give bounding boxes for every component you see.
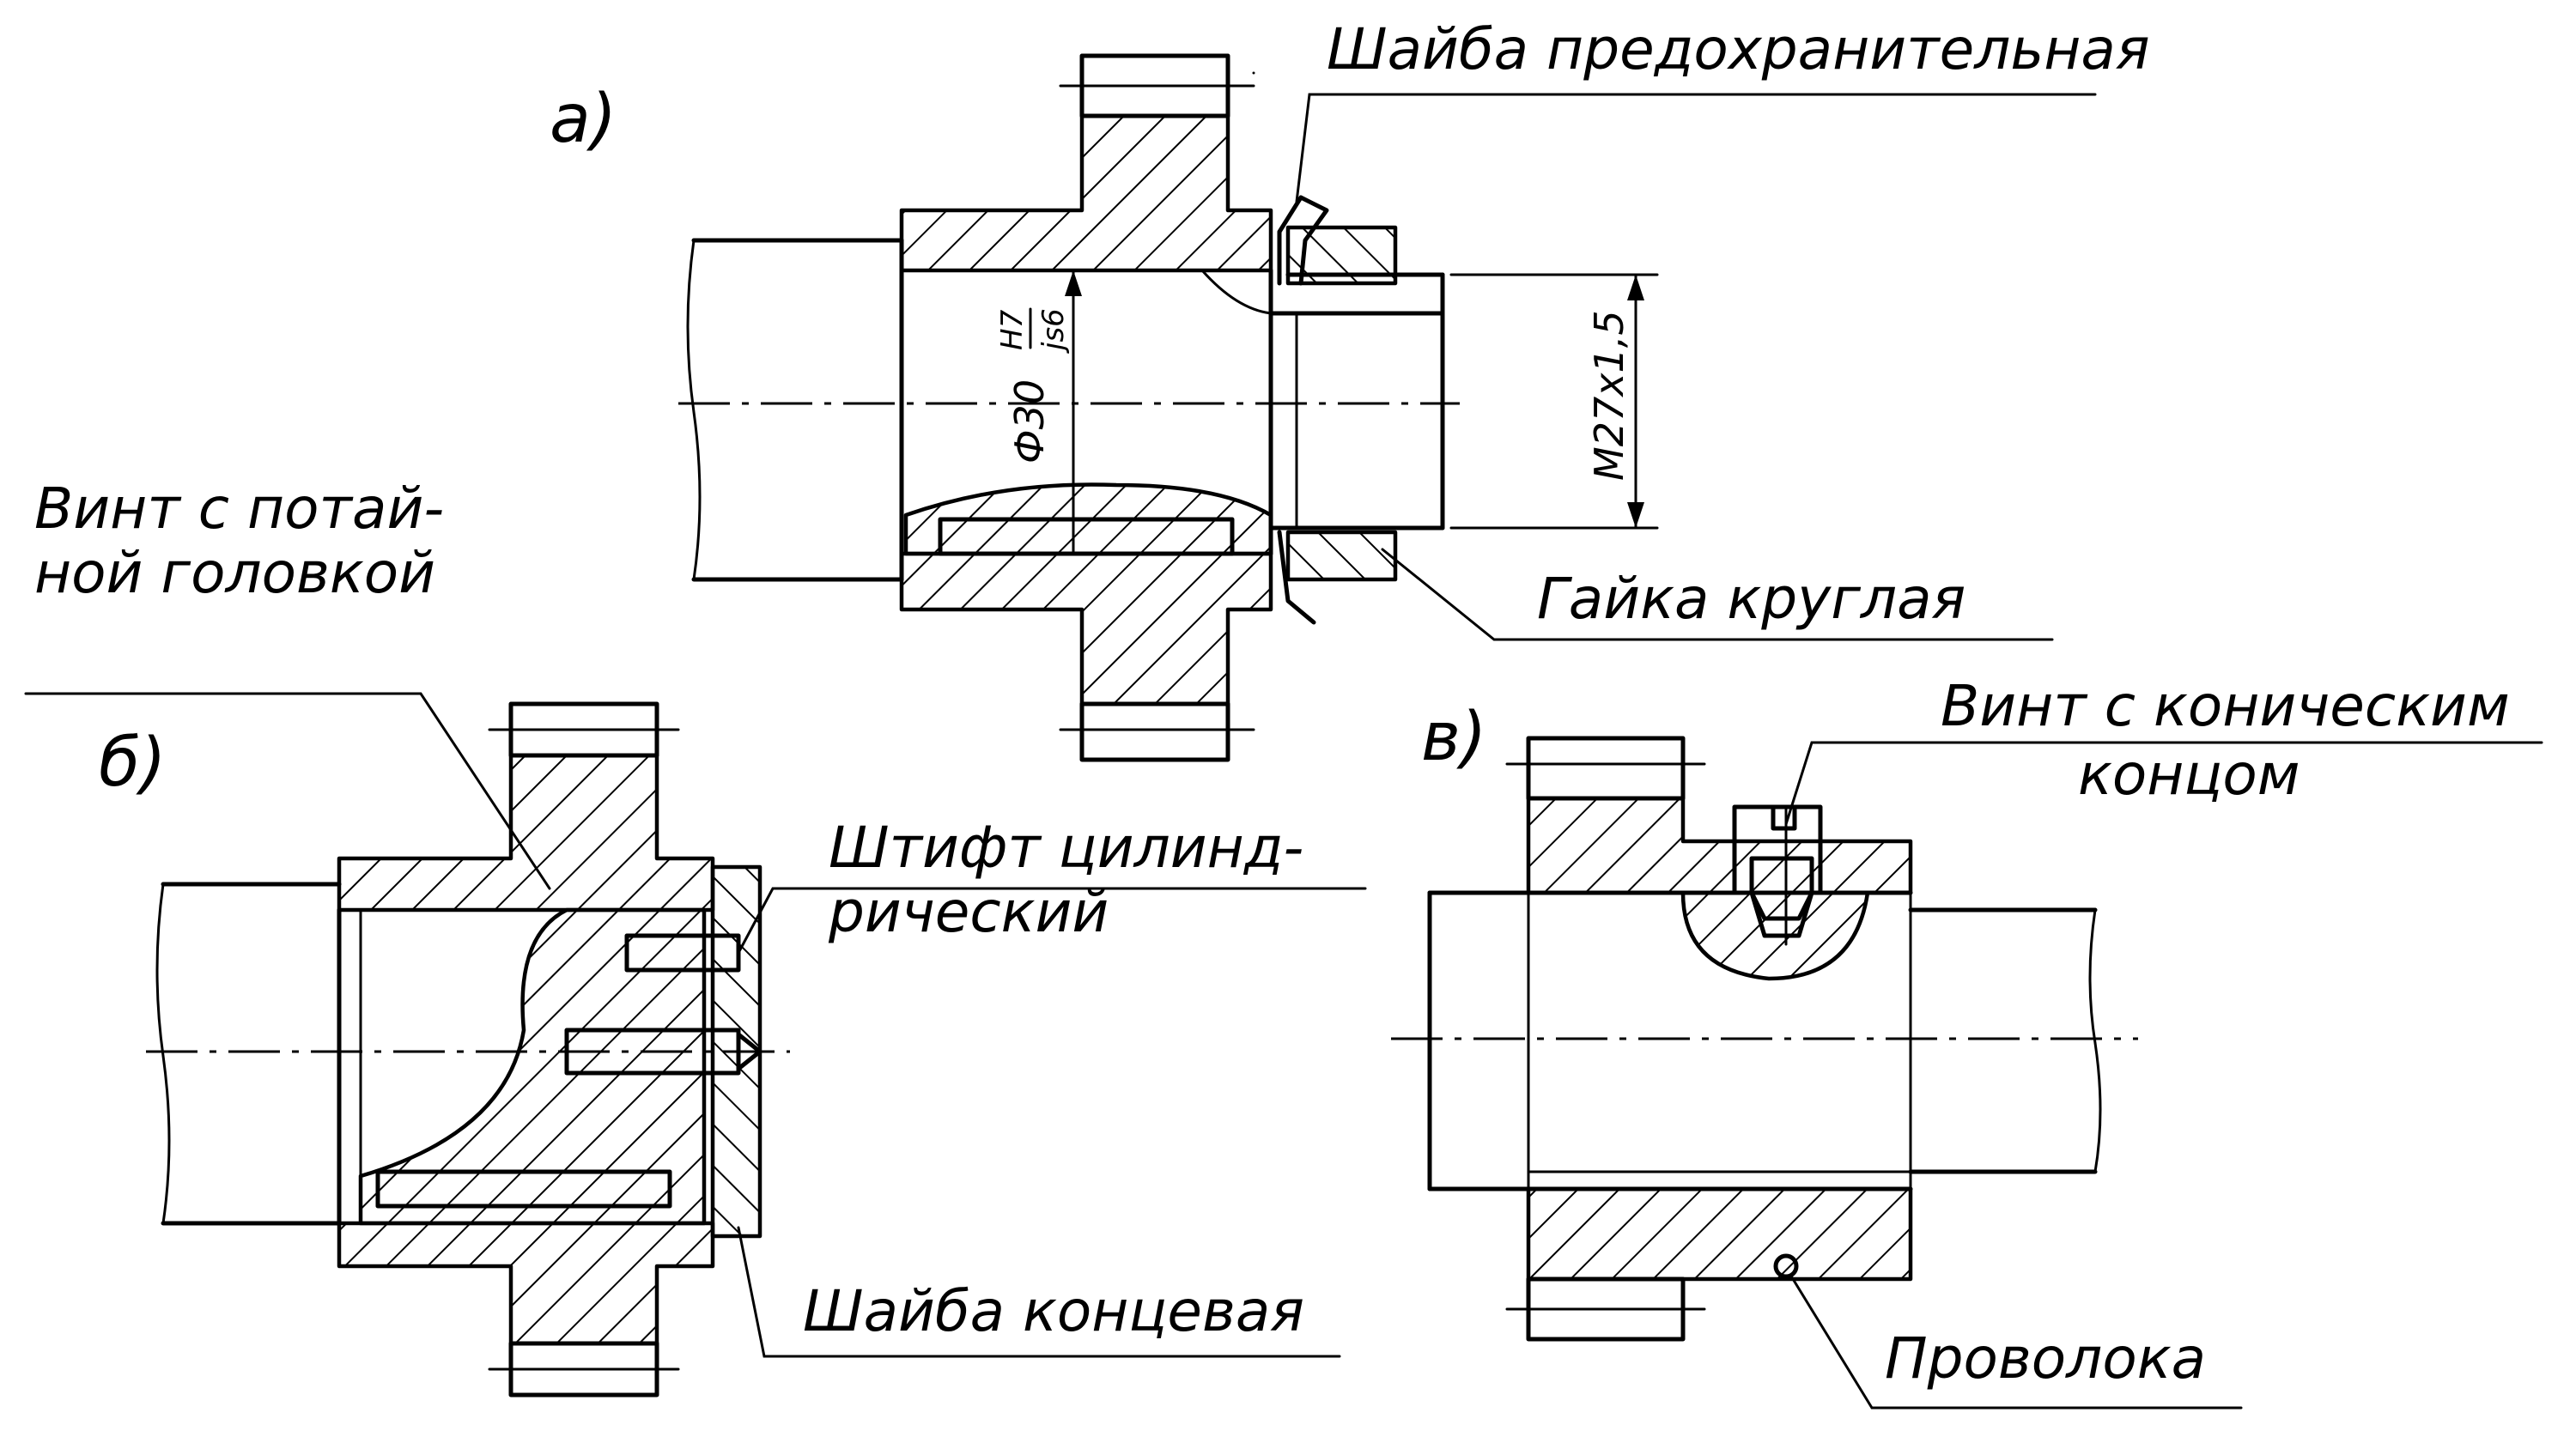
view-a-fit-hole: H7 [995, 309, 1030, 350]
view-a-round-nut-bottom [1285, 530, 1398, 582]
view-v-hub-lower [1526, 1186, 1913, 1282]
view-a-safety-washer [1277, 195, 1329, 625]
label-end-washer: Шайба концевая [803, 1278, 1304, 1344]
view-a-fit-shaft: js6 [1036, 308, 1071, 354]
view-v-marker: в) [1421, 699, 1486, 776]
view-a-shaft [686, 238, 904, 582]
label-countersunk-screw-line1: Винт с потай- [34, 476, 444, 542]
label-cylindrical-pin-line1: Штифт цилинд- [829, 815, 1303, 881]
view-a-thread-dimension: M27x1,5 [1586, 310, 1632, 481]
view-a-gear-rim-bottom [1079, 701, 1230, 762]
label-round-nut: Гайка круглая [1537, 566, 1965, 632]
view-v: в) Винт с коническим конц [1391, 673, 2543, 1410]
view-b-hub-upper [337, 753, 715, 913]
view-b-key [375, 1169, 672, 1209]
label-countersunk-screw-line2: ной головкой [34, 540, 435, 606]
label-cone-screw-line2: концом [2078, 742, 2300, 808]
view-b-shaft-breakout [358, 907, 707, 1226]
view-b: б) Винт с потай- ной головкой Ш [24, 476, 1367, 1398]
view-v-wire [1773, 1253, 1799, 1279]
view-a-marker: а) [550, 81, 617, 158]
view-a-key [938, 517, 1235, 556]
view-b-marker: б) [99, 725, 167, 802]
view-v-gear-rim-top [1526, 736, 1686, 801]
label-cylindrical-pin-line2: рический [828, 879, 1109, 945]
view-a-hub-upper [899, 113, 1273, 273]
view-a-fit-diameter: Ф30 [1006, 379, 1053, 464]
view-a: а) [550, 16, 2150, 762]
view-b-hub-lower [337, 1221, 715, 1346]
view-a-round-nut-top [1285, 225, 1398, 286]
view-v-hub-upper [1526, 796, 1913, 895]
label-wire: Проволока [1885, 1325, 2206, 1392]
label-cone-screw-line1: Винт с коническим [1941, 673, 2510, 739]
view-a-hub-lower [899, 551, 1273, 706]
label-safety-washer: Шайба предохранительная [1327, 16, 2150, 82]
